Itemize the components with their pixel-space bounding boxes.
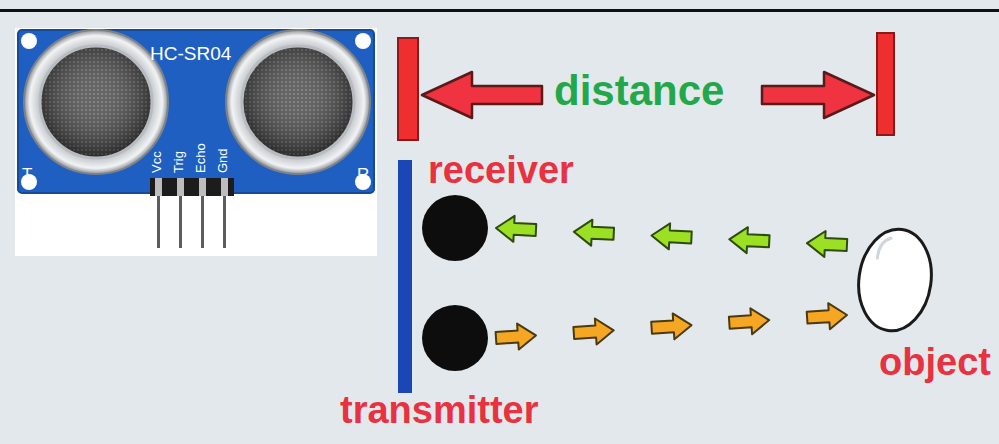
photo-ground [15,28,377,256]
pin-name: Trig [172,151,186,173]
sensor-photo [18,30,374,248]
arrow-chevron [651,312,693,341]
arrow-chevron [573,317,615,346]
signal-arrows [495,302,848,351]
node-label: object [879,341,991,385]
arrow-chevron [573,219,614,247]
arrow-chevron [806,302,848,331]
pin-name: Gnd [216,148,230,173]
transmitter-circle: transmitter [422,305,488,371]
pin-name: Vcc [150,151,164,173]
distance-label: distance [548,68,730,114]
top-rule [0,9,999,12]
signal-arrows [495,215,847,258]
object-egg: object [855,225,935,335]
receiver-circle: receiver [422,195,488,261]
node-label: transmitter [340,389,539,433]
mount-bar [398,160,412,393]
part-name: HC-SR04 [150,44,231,65]
arrow-chevron [806,230,847,258]
arrow-chevron [729,226,770,254]
egg-outline [855,225,935,335]
pin-name: Echo [194,143,208,173]
distance-arrow [422,72,542,118]
arrow-chevron [495,215,536,243]
distance-arrow [762,72,874,118]
distance-bar [877,33,894,135]
receiver-mark: R [357,166,369,185]
arrow-chevron [728,307,770,336]
node-label: receiver [428,149,574,193]
arrow-chevron [651,223,692,251]
distance-bar [398,38,418,140]
transmitter-mark: T [22,166,32,185]
arrow-chevron [495,322,537,351]
